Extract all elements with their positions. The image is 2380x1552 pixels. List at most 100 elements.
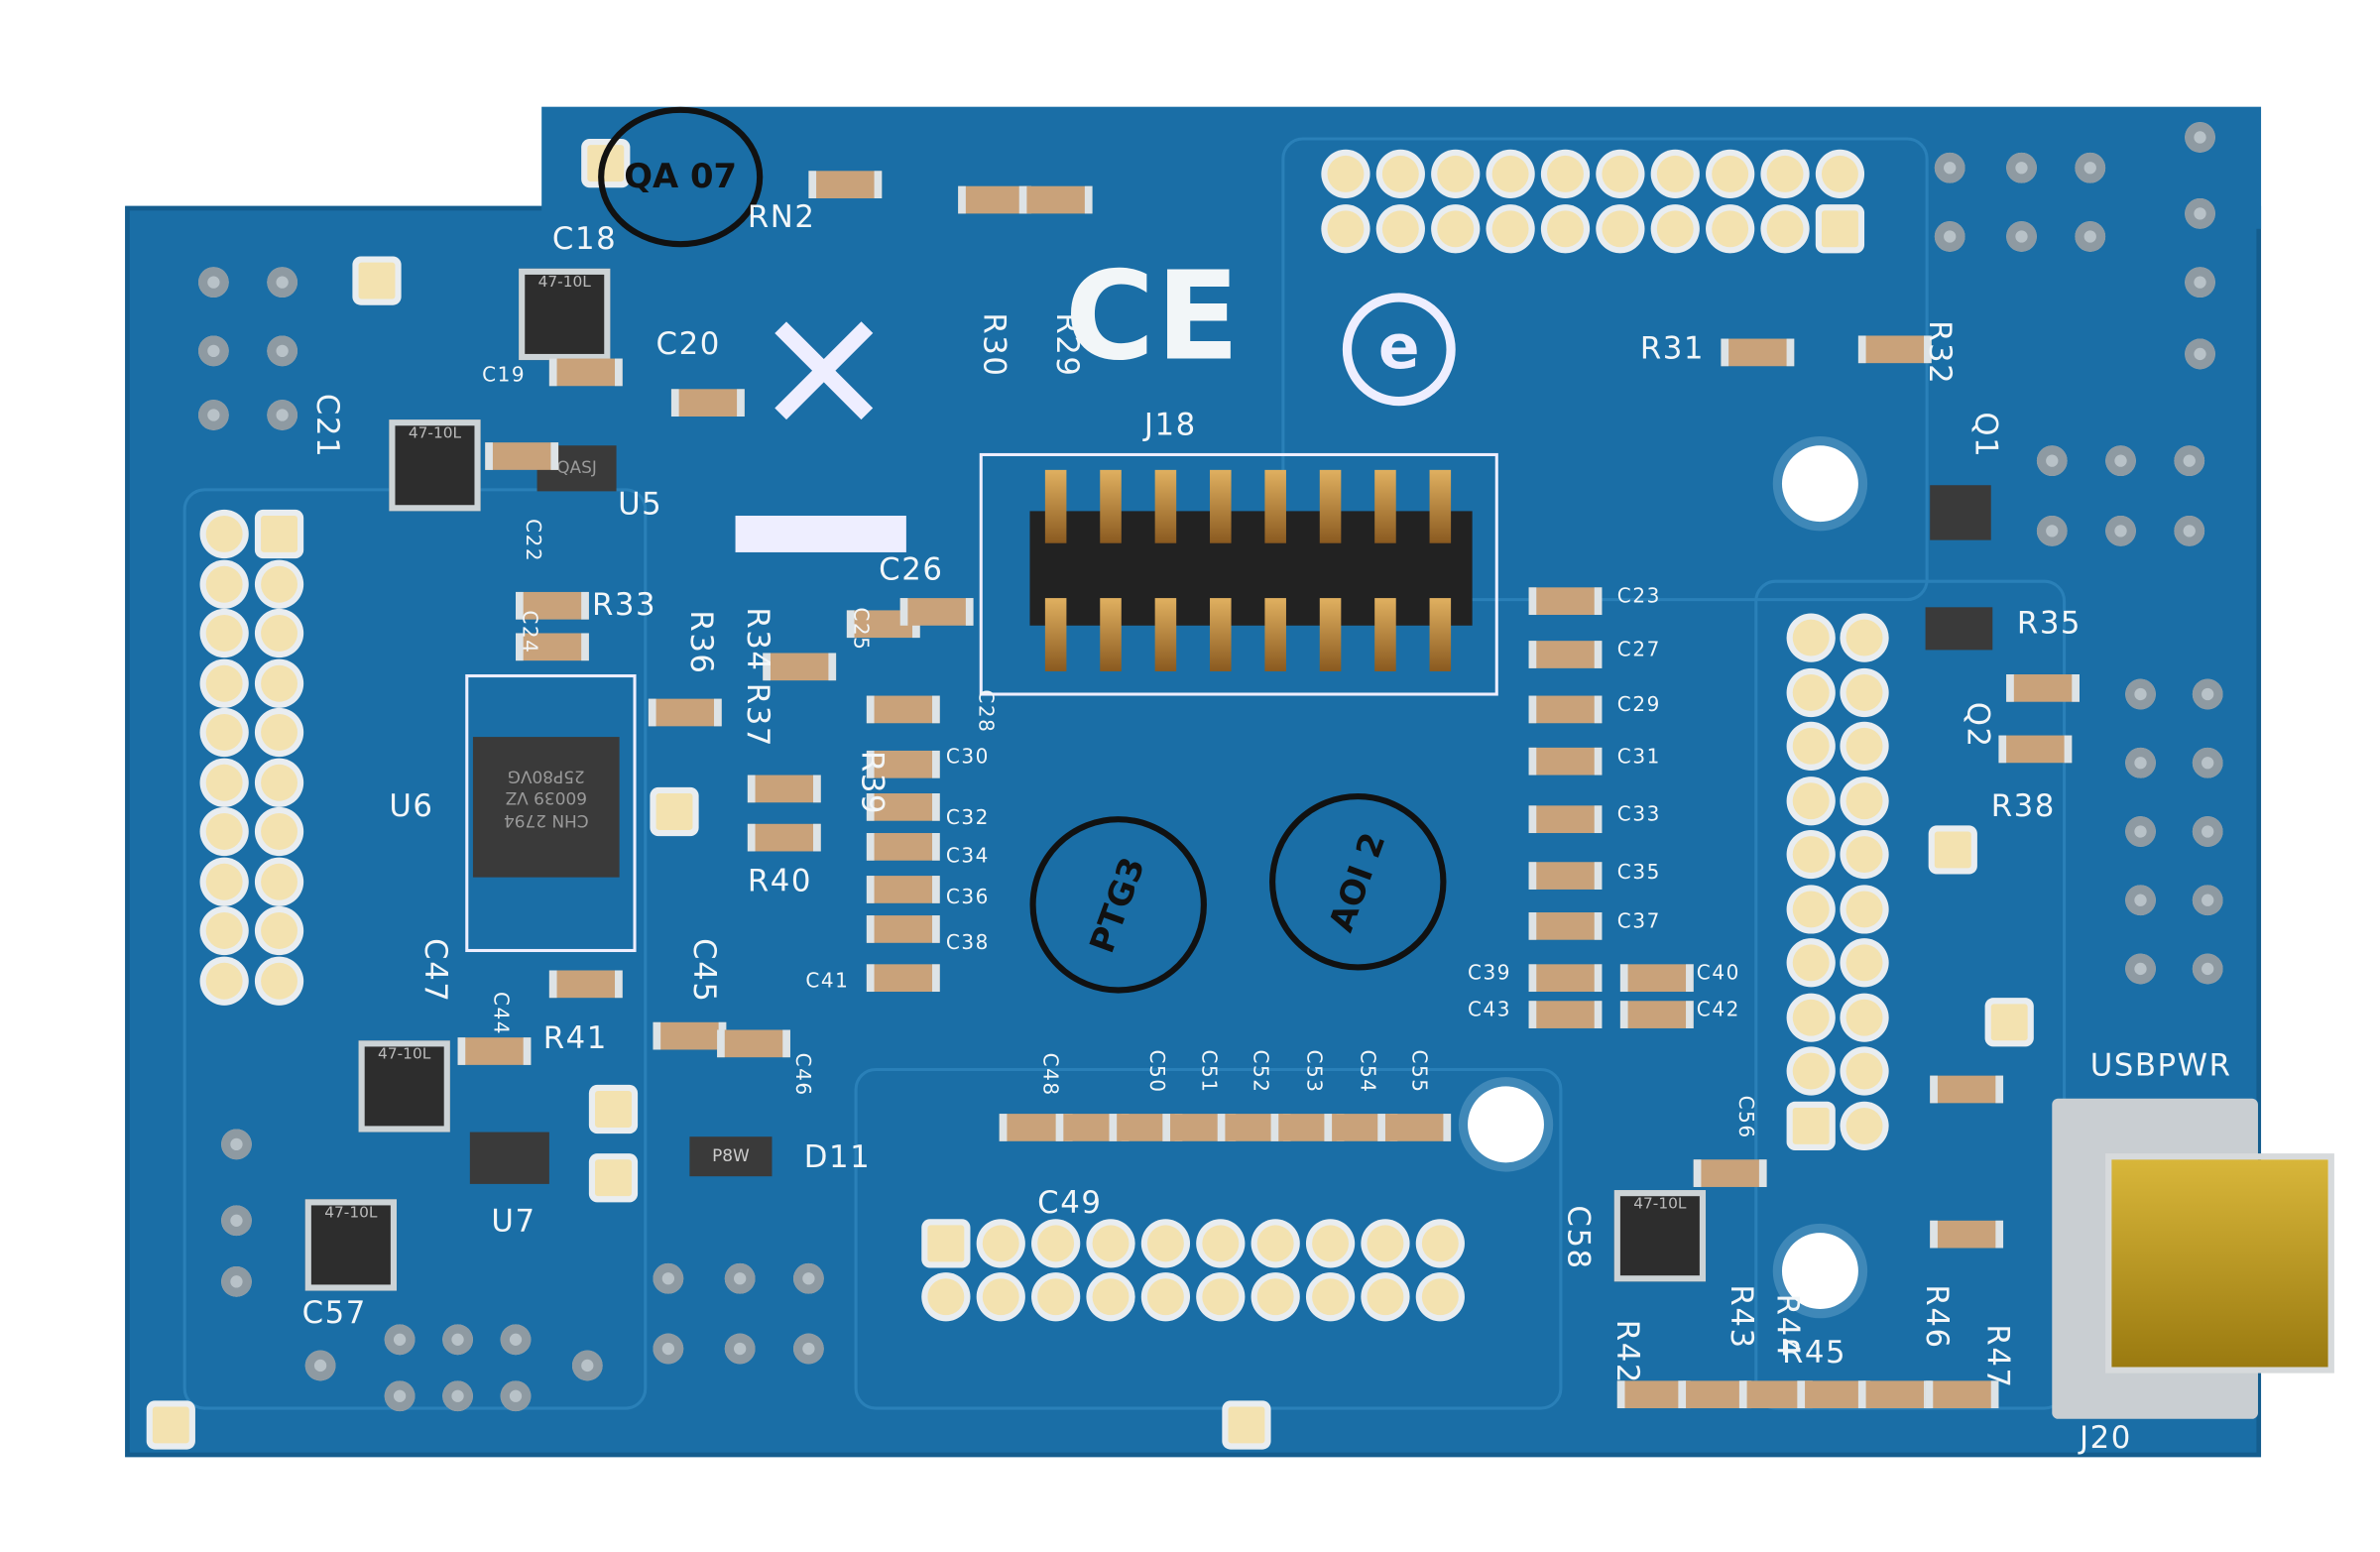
silkscreen-label: C47 [417, 938, 455, 1004]
pin [1319, 469, 1342, 543]
via [221, 1205, 252, 1237]
silkscreen-label: R35 [2016, 604, 2082, 642]
smd-component [1377, 1114, 1452, 1141]
pad [1327, 210, 1365, 248]
via [2192, 885, 2223, 916]
stamp-text: QA 07 [624, 158, 738, 196]
smd-component [1528, 862, 1603, 890]
pad [595, 1159, 632, 1197]
recycle-icon: e [1342, 293, 1456, 407]
pad [1602, 210, 1639, 248]
silkscreen-label: C56 [1732, 1095, 1756, 1139]
silkscreen-label: D11 [803, 1137, 872, 1175]
pad [1712, 155, 1749, 192]
via [2125, 678, 2156, 710]
pad [261, 813, 298, 850]
via [2125, 885, 2156, 916]
pad [205, 962, 243, 999]
pad [152, 1406, 189, 1444]
cap-text: 47-10L [408, 425, 462, 443]
silkscreen-label: R36 [683, 610, 721, 675]
via [2185, 267, 2215, 298]
silkscreen-label: U5 [618, 485, 663, 523]
pad [205, 813, 243, 850]
smd-component [1528, 641, 1603, 668]
pad [1990, 1004, 2028, 1041]
pad [1766, 210, 1804, 248]
smd-component [1857, 335, 1932, 364]
silkscreen-label: C38 [945, 932, 990, 956]
pin [1374, 469, 1396, 543]
via [2036, 516, 2068, 546]
silkscreen-label: R39 [854, 750, 892, 816]
silkscreen-label: C37 [1616, 910, 1661, 934]
silkscreen-label: J20 [2079, 1418, 2132, 1456]
silkscreen-label: C42 [1696, 999, 1740, 1022]
pad [1421, 1225, 1459, 1262]
pad [1712, 210, 1749, 248]
silkscreen-label: R30 [976, 312, 1013, 378]
capacitor-c47: 47-10L [358, 1040, 450, 1133]
pad [261, 516, 298, 552]
smd-component [648, 698, 722, 727]
smd-component [763, 653, 837, 681]
chip-u7 [469, 1132, 549, 1184]
pad [1845, 727, 1883, 765]
silkscreen-label: C24 [517, 610, 540, 655]
silkscreen-label: C28 [973, 689, 997, 734]
smd-component [1528, 964, 1603, 993]
smd-component [1528, 587, 1603, 616]
pad [1312, 1278, 1350, 1316]
pad [205, 764, 243, 800]
silkscreen-label: C33 [1616, 803, 1661, 827]
pad [1491, 210, 1529, 248]
smd-component [548, 358, 623, 387]
pad [1327, 155, 1365, 192]
pin [1264, 469, 1286, 543]
silkscreen-label: C30 [945, 746, 990, 770]
silkscreen-label: C44 [488, 992, 512, 1036]
pad [1792, 727, 1830, 765]
pad [1845, 781, 1883, 819]
smd-component [866, 833, 940, 861]
silkscreen-label: C45 [686, 938, 724, 1004]
pad [927, 1225, 965, 1262]
cap-text: 47-10L [324, 1205, 378, 1223]
silkscreen-label: C55 [1406, 1049, 1430, 1094]
pad [1792, 1107, 1830, 1144]
via [1934, 221, 1965, 252]
via [2192, 747, 2223, 778]
pad [261, 565, 298, 602]
pin [1100, 598, 1122, 671]
silkscreen-label: C46 [789, 1052, 814, 1097]
silkscreen-label: C31 [1616, 746, 1661, 770]
pad [1547, 210, 1584, 248]
pad [1491, 155, 1529, 192]
smd-component [1528, 805, 1603, 834]
pad [1792, 998, 1830, 1035]
ce-mark: CE [1064, 245, 1242, 388]
usb-port [2105, 1153, 2334, 1373]
stamp-text: PTG3 [1083, 852, 1153, 958]
pad [358, 262, 396, 299]
pad [1421, 1278, 1459, 1316]
pad [1381, 155, 1419, 192]
pad [1367, 1225, 1404, 1262]
via [724, 1333, 756, 1365]
pin [1319, 598, 1342, 671]
via [2006, 221, 2037, 252]
smd-component [653, 1021, 727, 1050]
via [2006, 152, 2037, 183]
smd-component [1616, 1380, 1691, 1409]
pad [1845, 998, 1883, 1035]
pad [261, 664, 298, 701]
pad [1934, 831, 1971, 869]
via [384, 1380, 416, 1412]
pad [1792, 944, 1830, 982]
stamp-ptg3: PTG3 [1029, 816, 1207, 994]
silkscreen-label: C50 [1143, 1049, 1167, 1094]
silkscreen-label: J18 [1143, 406, 1197, 443]
smd-component [1721, 338, 1795, 367]
pad [1656, 155, 1694, 192]
